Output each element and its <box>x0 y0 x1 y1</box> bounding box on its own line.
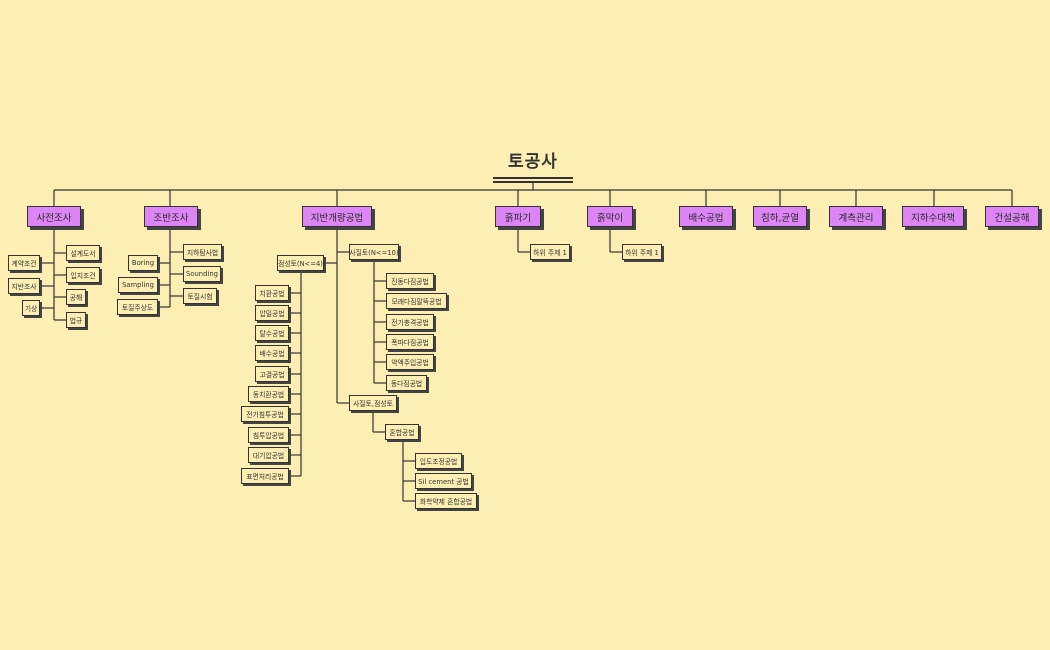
subtopic[interactable]: 표면처리공법 <box>241 468 289 484</box>
subtopic[interactable]: 하위 주제 1 <box>530 244 570 260</box>
subtopic[interactable]: 입도조정공법 <box>415 453 462 469</box>
topic-groundwater[interactable]: 지하수대책 <box>902 206 964 227</box>
subtopic[interactable]: 지하탐사법 <box>183 244 222 260</box>
subtopic[interactable]: 전기침투공법 <box>241 406 289 422</box>
subtopic[interactable]: 토질주상도 <box>117 299 158 315</box>
topic-pre-survey[interactable]: 사전조사 <box>27 206 81 227</box>
subtopic[interactable]: 탈수공법 <box>255 325 289 341</box>
subtopic[interactable]: 동다짐공법 <box>386 375 427 391</box>
subtopic[interactable]: 치환공법 <box>255 285 289 301</box>
subtopic-sand[interactable]: 사질토(N<=10) <box>349 244 399 260</box>
subtopic[interactable]: 법규 <box>66 312 86 328</box>
topic-settlement-crack[interactable]: 침하,균열 <box>753 206 807 227</box>
subtopic[interactable]: 동치환공법 <box>248 386 289 402</box>
subtopic-clay[interactable]: 점성토(N<=4) <box>277 255 324 271</box>
subtopic[interactable]: 침투압공법 <box>248 427 289 443</box>
subtopic[interactable]: 하위 주제 1 <box>622 244 662 260</box>
subtopic[interactable]: 화학약제 혼합공법 <box>415 493 477 509</box>
subtopic[interactable]: 진동다짐공법 <box>386 273 434 289</box>
subtopic-mixed[interactable]: 사질토,점성토 <box>349 395 397 411</box>
subtopic[interactable]: 지반조사 <box>8 278 40 294</box>
subtopic[interactable]: 토질시험 <box>183 288 217 304</box>
title-underline <box>493 181 573 183</box>
topic-monitoring[interactable]: 계측관리 <box>829 206 883 227</box>
topic-retaining-wall[interactable]: 흙막이 <box>587 206 633 227</box>
subtopic[interactable]: Boring <box>128 255 158 271</box>
subtopic[interactable]: 설계도서 <box>66 245 100 261</box>
title-underline <box>493 177 573 179</box>
subtopic[interactable]: 대기압공법 <box>248 447 289 463</box>
subtopic[interactable]: 혼합공법 <box>385 424 419 440</box>
topic-ground-survey[interactable]: 조반조사 <box>144 206 198 227</box>
topic-excavation[interactable]: 흙파기 <box>495 206 541 227</box>
subtopic[interactable]: 고결공법 <box>255 366 289 382</box>
topic-construction-pollution[interactable]: 건설공해 <box>985 206 1039 227</box>
subtopic[interactable]: Sil cement 공법 <box>415 473 472 489</box>
root-title[interactable]: 토공사 <box>508 152 558 172</box>
subtopic[interactable]: Sampling <box>118 277 158 293</box>
subtopic[interactable]: 입지조건 <box>66 267 100 283</box>
subtopic[interactable]: 공해 <box>66 289 86 305</box>
subtopic[interactable]: 폭파다짐공법 <box>386 334 434 350</box>
subtopic[interactable]: 기상 <box>22 300 40 316</box>
topic-soil-improvement[interactable]: 지반개량공법 <box>302 206 372 227</box>
subtopic[interactable]: Sounding <box>183 266 221 282</box>
topic-drainage[interactable]: 배수공법 <box>679 206 733 227</box>
subtopic[interactable]: 모래다짐말뚝공법 <box>386 293 447 309</box>
subtopic[interactable]: 배수공법 <box>255 345 289 361</box>
subtopic[interactable]: 전기충격공법 <box>386 314 434 330</box>
subtopic[interactable]: 계약조건 <box>8 255 40 271</box>
subtopic[interactable]: 약액주입공법 <box>386 354 434 370</box>
subtopic[interactable]: 압밀공법 <box>255 305 289 321</box>
